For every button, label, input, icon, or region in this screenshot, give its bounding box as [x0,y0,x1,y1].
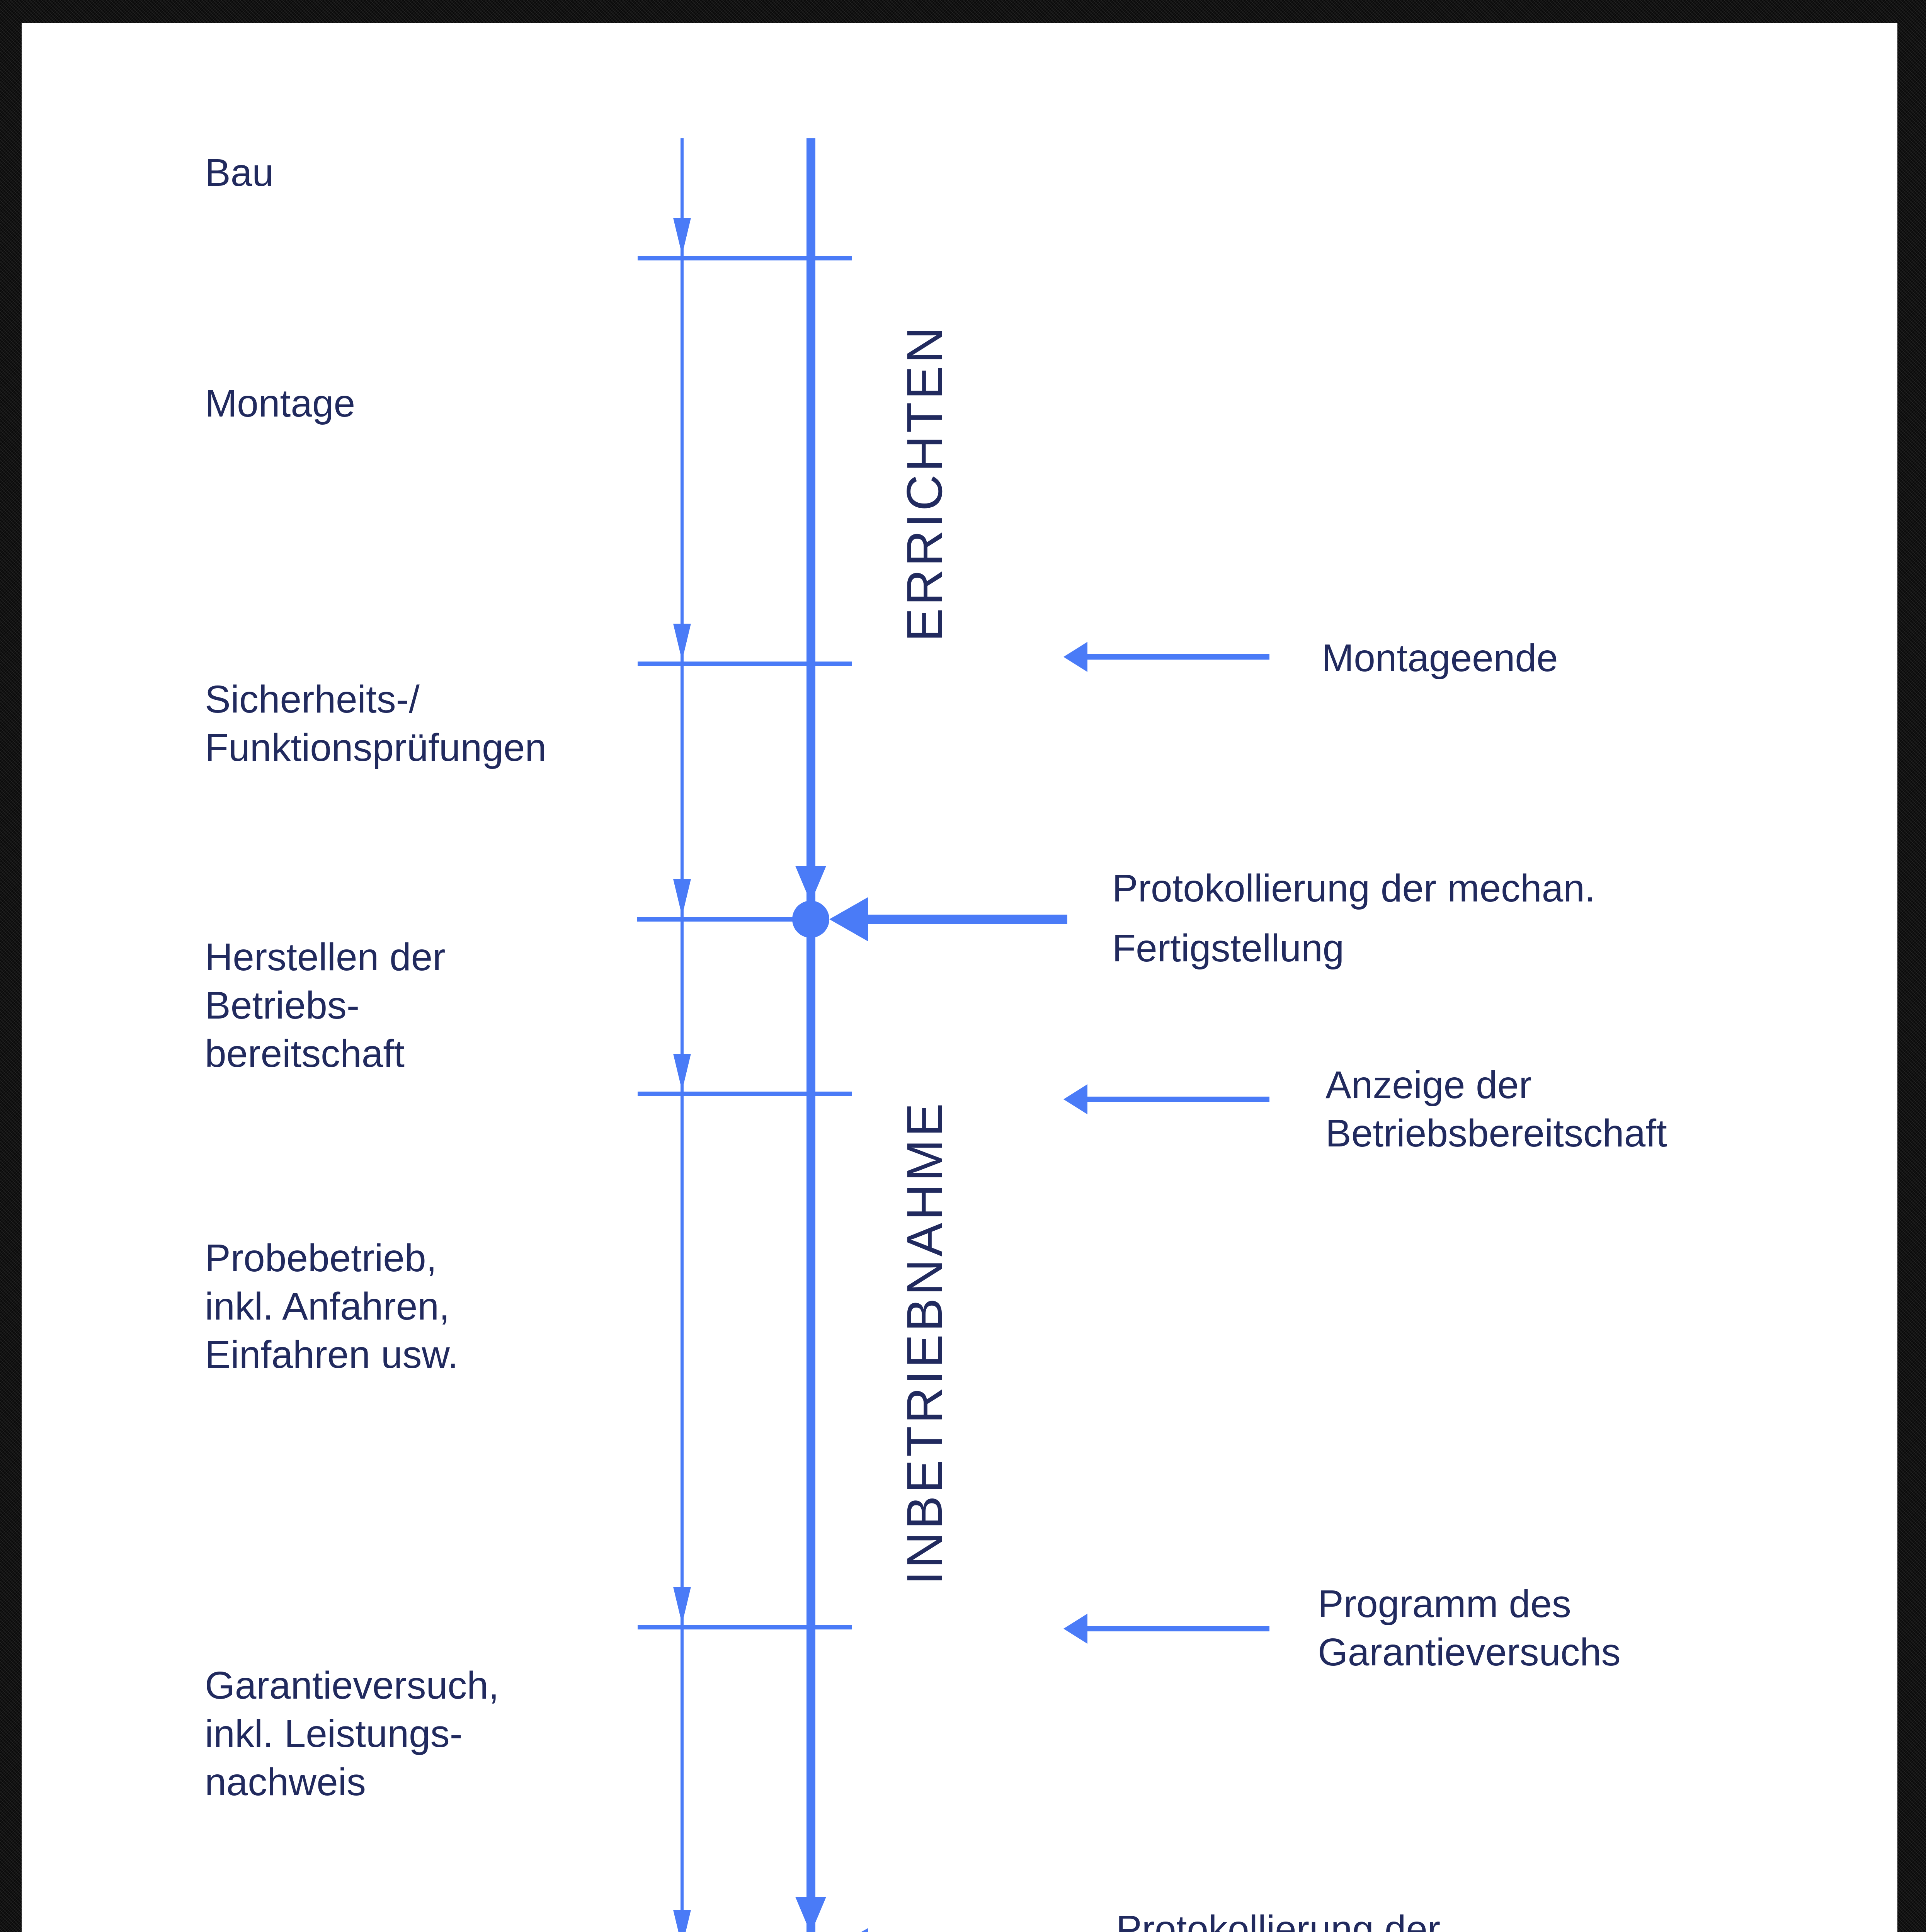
activity-label-bau: Bau [205,149,274,197]
milestone-arrowhead-icon [795,866,826,903]
activity-line: Probebetrieb, [205,1236,437,1280]
activity-line: Betriebs- [205,984,360,1027]
activity-label-pruefungen: Sicherheits-/ Funktionsprüfungen [205,675,546,772]
activity-label-probebetrieb: Probebetrieb, inkl. Anfahren, Einfahren … [205,1234,458,1379]
milestone-arrowhead-icon [795,1897,826,1932]
segment-arrowhead-icon [673,1587,691,1624]
segment-arrowhead-icon [673,1910,691,1932]
activity-line: inkl. Leistungs- [205,1712,463,1755]
activity-label-garantieversuch: Garantieversuch, inkl. Leistungs- nachwe… [205,1662,499,1806]
annotation-arrow-shaft [1087,1626,1269,1631]
segment-arrowhead-icon [673,218,691,255]
annotation-line: Montageende [1322,636,1558,680]
tick-mark-bau-end [638,256,852,260]
phase-label-inbetriebnahme: INBETRIEBNAHME [896,1100,953,1585]
document-page [22,23,1897,1932]
annotation-label-mech-fertigstellung: Protokollierung der mechan. Fertigstellu… [1112,859,1596,978]
milestone-arrow-shaft [868,915,1067,924]
activity-label-montage: Montage [205,379,355,428]
annotation-line: Fertigstellung [1112,927,1344,970]
annotation-line: Anzeige der [1325,1063,1532,1107]
main-timeline-line [806,138,815,1932]
activity-line: Montage [205,382,356,425]
activity-line: inkl. Anfahren, [205,1285,450,1328]
annotation-label-betriebsbereitschaft: Anzeige der Betriebsbereitschaft [1325,1061,1667,1158]
tick-mark-montageende [638,662,852,666]
tick-mark-garantieversuch [638,1625,852,1629]
annotation-arrow-head-icon [1063,1084,1087,1114]
activity-line: Funktionsprüfungen [205,726,546,769]
annotation-arrow-shaft [1087,654,1269,660]
annotation-line: Protokollierung der mechan. [1112,867,1596,910]
tick-mark-mech-fertigstellung [637,917,793,922]
segment-arrowhead-icon [673,624,691,661]
annotation-line: Programm des [1318,1582,1571,1626]
annotation-arrow-head-icon [1063,642,1087,672]
annotation-label-montageende: Montageende [1322,634,1558,682]
activity-line: Sicherheits-/ [205,678,420,721]
annotation-line: Betriebsbereitschaft [1325,1112,1667,1155]
activity-line: nachweis [205,1760,366,1804]
activity-line: Garantieversuch, [205,1664,499,1707]
annotation-line: Garantieversuchs [1318,1631,1621,1674]
annotation-label-garantieversuch-programm: Programm des Garantieversuchs [1318,1580,1621,1677]
milestone-dot [792,901,829,938]
annotation-line: Protokollierung der [1116,1908,1441,1932]
segment-arrowhead-icon [673,879,691,916]
milestone-arrow-head-icon [829,897,868,941]
tick-mark-betriebsbereitschaft [638,1092,852,1096]
activity-line: Bau [205,151,274,194]
activity-line: Einfahren usw. [205,1333,458,1376]
annotation-arrow-shaft [1087,1097,1269,1102]
activity-line: Herstellen der [205,935,446,979]
annotation-arrow-head-icon [1063,1614,1087,1644]
activity-line: bereitschaft [205,1032,405,1075]
segment-arrowhead-icon [673,1054,691,1091]
activity-label-betriebsbereitschaft: Herstellen der Betriebs- bereitschaft [205,933,446,1078]
secondary-timeline-line [681,138,684,1932]
milestone-arrow-head-icon [829,1928,868,1932]
phase-label-errichten: ERRICHTEN [896,324,953,642]
annotation-label-endabnahme: Protokollierung der Endabnahme [1116,1905,1440,1932]
